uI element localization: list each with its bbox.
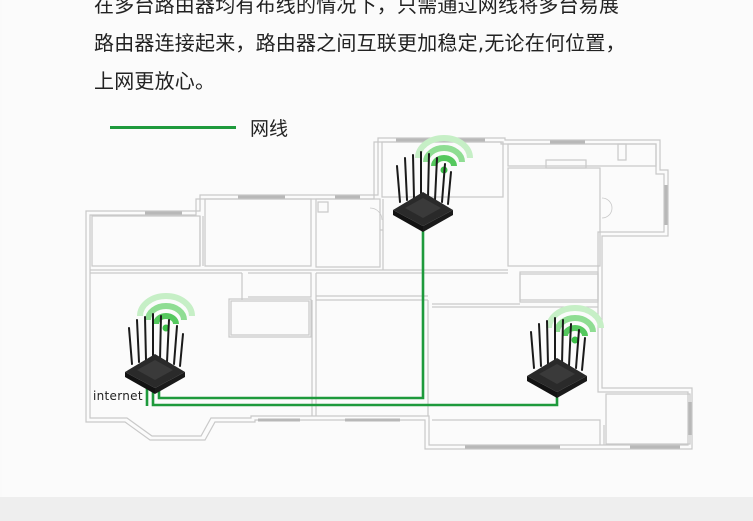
network-cables: [145, 230, 559, 407]
wifi-signal-icon: [140, 296, 192, 332]
cable-router1-router2: [157, 230, 425, 400]
router-top: [392, 138, 470, 233]
intro-line: 在多台路由器均有布线的情况下，只需通过网线将多台易展: [94, 0, 620, 17]
intro-line: 路由器连接起来，路由器之间互联更加稳定,无论在何位置，: [94, 31, 626, 55]
content-panel: [2, 0, 753, 497]
internet-label: internet: [93, 389, 143, 403]
legend: 网线: [110, 112, 288, 142]
legend-label: 网线: [250, 117, 289, 140]
router-icon: [392, 151, 454, 233]
wifi-signal-icon: [549, 308, 601, 344]
legend-cable-swatch: [110, 125, 236, 129]
router-left: [124, 296, 192, 395]
footer-band: [0, 497, 753, 521]
intro-line: 上网更放心。: [94, 69, 216, 93]
router-icon: [124, 313, 186, 395]
floor-plan-walls: [85, 137, 693, 450]
intro-paragraph: 在多台路由器均有布线的情况下，只需通过网线将多台易展 路由器连接起来，路由器之间…: [94, 0, 694, 100]
router-right: [526, 308, 601, 399]
cable-router2-router3: [151, 388, 559, 407]
